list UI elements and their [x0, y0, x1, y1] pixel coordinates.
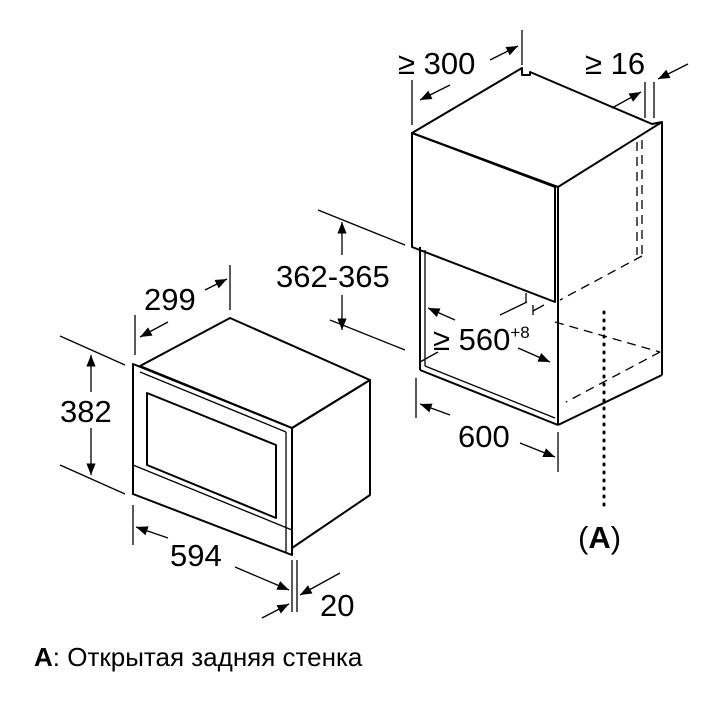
legend-text: : Открытая задняя стенка — [52, 642, 363, 672]
front-frame-label: 20 — [320, 588, 354, 623]
open-back-marker-label: (A) — [578, 520, 621, 555]
door-window — [146, 392, 277, 519]
cabinet — [411, 67, 663, 507]
niche-width-value: ≥ 560 — [433, 322, 510, 357]
appliance-dimensions — [59, 265, 341, 619]
rear-gap-label: ≥ 16 — [585, 46, 645, 81]
cabinet-depth-label: ≥ 300 — [398, 46, 475, 81]
appliance-width-label: 594 — [170, 538, 222, 573]
niche-width-tolerance: +8 — [510, 323, 529, 342]
legend-key: A — [34, 642, 53, 672]
cabinet-width-label: 600 — [458, 419, 510, 454]
niche-width-label: ≥ 560+8 — [433, 322, 530, 357]
niche-height-label: 362-365 — [276, 259, 390, 294]
appliance-height-label: 382 — [60, 394, 112, 429]
legend-caption: A: Открытая задняя стенка — [34, 642, 362, 673]
microwave-appliance — [132, 317, 371, 556]
control-strip — [132, 464, 293, 531]
niche-dimensions — [317, 30, 689, 472]
appliance-depth-label: 299 — [144, 282, 196, 317]
